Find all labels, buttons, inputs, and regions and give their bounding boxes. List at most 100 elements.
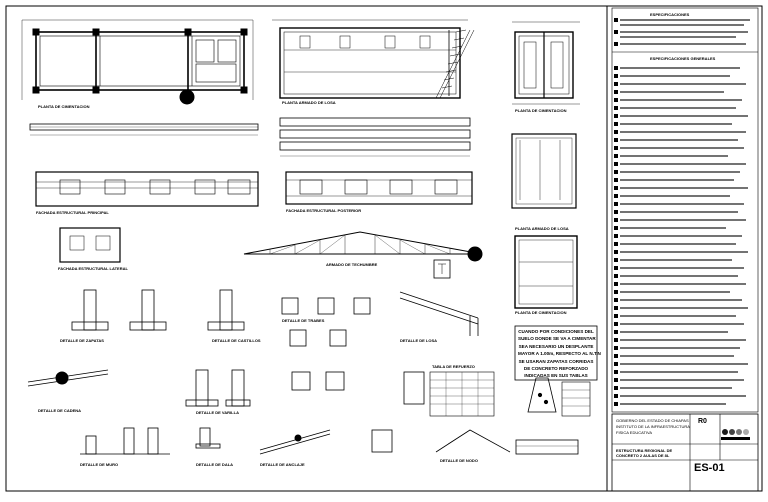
note-bullet bbox=[614, 274, 618, 278]
note-bullet bbox=[614, 90, 618, 94]
note-bullet bbox=[614, 314, 618, 318]
note-bullet bbox=[614, 114, 618, 118]
note-line bbox=[620, 155, 728, 157]
note-line bbox=[620, 75, 730, 77]
note-line bbox=[620, 219, 746, 221]
view-title-planta-losa: PLANTA ARMADO DE LOSA bbox=[282, 100, 336, 105]
notes-column-frame bbox=[611, 7, 759, 413]
stamp-box bbox=[514, 325, 598, 381]
note-line bbox=[620, 379, 744, 381]
table-title-refuerzo: TABLA DE REFUERZO bbox=[432, 364, 475, 369]
stamp-line: MAYOR A 1.00m, RESPECTO AL N.T.N bbox=[518, 351, 601, 357]
note-line bbox=[620, 171, 740, 173]
note-bullet bbox=[614, 346, 618, 350]
note-bullet bbox=[614, 354, 618, 358]
small-details-row-1 bbox=[71, 289, 371, 347]
note-line bbox=[620, 283, 746, 285]
note-line bbox=[620, 371, 738, 373]
note-line bbox=[620, 291, 730, 293]
tb-sheet-number: ES-01 bbox=[694, 462, 725, 474]
note-bullet bbox=[614, 138, 618, 142]
note-bullet bbox=[614, 202, 618, 206]
note-line bbox=[620, 267, 744, 269]
note-bullet bbox=[614, 242, 618, 246]
note-bullet bbox=[614, 322, 618, 326]
note-line bbox=[620, 43, 746, 45]
note-bullet bbox=[614, 170, 618, 174]
sheet-border bbox=[5, 5, 763, 492]
tb-project-title-2: CONCRETO 2 AULAS DE 8L bbox=[616, 453, 670, 458]
note-line bbox=[620, 99, 742, 101]
notes-title: ESPECIFICACIONES bbox=[650, 12, 690, 17]
view-title-fachada-lateral: FACHADA ESTRUCTURAL LATERAL bbox=[58, 266, 128, 271]
note-bullet bbox=[614, 42, 618, 46]
note-line bbox=[620, 211, 738, 213]
note-bullet bbox=[614, 122, 618, 126]
note-bullet bbox=[614, 250, 618, 254]
section-detail-right bbox=[511, 133, 577, 209]
stamp-note: CUANDO POR CONDICIONES DEL SUELO DONDE S… bbox=[518, 328, 601, 380]
note-bullet bbox=[614, 282, 618, 286]
stamp-line: CUANDO POR CONDICIONES DEL bbox=[518, 329, 594, 334]
note-line bbox=[620, 179, 734, 181]
view-title-detalle-zapatas: DETALLE DE ZAPATAS bbox=[60, 338, 104, 343]
stamp-line: SUELO DONDE SE VA A CIMENTAR bbox=[518, 336, 596, 342]
tb-org-line-2: INSTITUTO DE LA INFRAESTRUCTURA bbox=[616, 424, 690, 429]
note-bullet bbox=[614, 258, 618, 262]
note-line bbox=[620, 235, 742, 237]
note-line bbox=[620, 331, 728, 333]
view-title-detalle-cadena: DETALLE DE CADENA bbox=[38, 408, 82, 413]
note-line bbox=[620, 259, 732, 261]
note-bullet bbox=[614, 30, 618, 34]
note-bullet bbox=[614, 154, 618, 158]
note-bullet bbox=[614, 130, 618, 134]
note-bullet bbox=[614, 266, 618, 270]
note-line bbox=[620, 323, 744, 325]
logo-mark bbox=[721, 429, 750, 440]
truss-elevation bbox=[243, 231, 483, 262]
view-title-fachada-posterior: FACHADA ESTRUCTURAL POSTERIOR bbox=[286, 208, 362, 213]
footing-bars-detail bbox=[527, 377, 557, 413]
note-bullet bbox=[614, 218, 618, 222]
view-title-planta-cimentacion: PLANTA DE CIMENTACION bbox=[38, 104, 90, 109]
title-block-frame bbox=[611, 413, 759, 492]
note-line bbox=[620, 227, 726, 229]
note-line bbox=[620, 24, 744, 26]
stairs-hatch bbox=[441, 29, 467, 89]
note-bullet bbox=[614, 146, 618, 150]
note-line bbox=[620, 195, 730, 197]
note-line bbox=[620, 139, 738, 141]
note-bullet bbox=[614, 362, 618, 366]
stamp-line: INDICADAS EN SUS TABLAS bbox=[524, 373, 588, 379]
tb-revision: R0 bbox=[698, 418, 707, 425]
note-line bbox=[620, 31, 748, 33]
note-bullet bbox=[614, 386, 618, 390]
view-title-detalle-varilla: DETALLE DE VARILLA bbox=[196, 410, 239, 415]
note-bullet bbox=[614, 370, 618, 374]
view-title-planta-cimentacion-3: PLANTA DE CIMENTACION bbox=[515, 310, 567, 315]
note-bullet bbox=[614, 234, 618, 238]
note-line bbox=[620, 307, 748, 309]
note-bullet bbox=[614, 162, 618, 166]
note-bullet bbox=[614, 66, 618, 70]
view-title-armado-techumbre: ARMADO DE TECHUMBRE bbox=[326, 262, 378, 267]
note-line bbox=[620, 339, 746, 341]
plan-cimentacion-2 bbox=[512, 21, 580, 105]
roof-eave-detail bbox=[399, 291, 479, 336]
note-bullet bbox=[614, 402, 618, 406]
note-bullet bbox=[614, 394, 618, 398]
note-line bbox=[620, 251, 748, 253]
note-bullet bbox=[614, 74, 618, 78]
view-title-detalle-castillos: DETALLE DE CASTILLOS bbox=[212, 338, 261, 343]
beam-elevation-2 bbox=[279, 117, 471, 157]
view-title-fachada-principal: FACHADA ESTRUCTURAL PRINCIPAL bbox=[36, 210, 109, 215]
note-bullet bbox=[614, 378, 618, 382]
fachada-principal-frame bbox=[35, 171, 259, 207]
note-bullet bbox=[614, 338, 618, 342]
note-line bbox=[620, 387, 732, 389]
note-bullet bbox=[614, 194, 618, 198]
note-line bbox=[620, 19, 750, 21]
note-line bbox=[620, 315, 736, 317]
view-title-detalle-muro: DETALLE DE MURO bbox=[80, 462, 119, 467]
